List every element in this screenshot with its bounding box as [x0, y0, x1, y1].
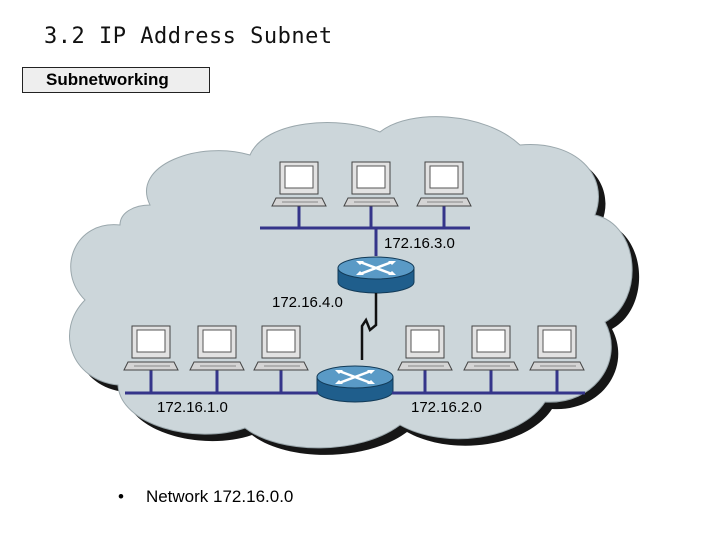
computer-icon	[529, 325, 585, 371]
computer-icon	[271, 161, 327, 207]
bullet-icon: •	[118, 487, 124, 506]
computer-icon	[416, 161, 472, 207]
computer-icon	[343, 161, 399, 207]
network-bullet: • Network 172.16.0.0	[118, 487, 293, 507]
subtitle-box: Subnetworking	[22, 67, 210, 93]
subnet-label-top: 172.16.3.0	[384, 235, 455, 252]
subnet-label-serial: 172.16.4.0	[272, 294, 343, 311]
serial-link-icon	[360, 293, 378, 360]
router-icon	[315, 364, 395, 404]
computer-icon	[463, 325, 519, 371]
router-icon	[336, 255, 416, 295]
slide-title: 3.2 IP Address Subnet	[44, 24, 333, 49]
computer-icon	[123, 325, 179, 371]
lan-bus-top	[260, 205, 470, 256]
subnet-label-left: 172.16.1.0	[157, 399, 228, 416]
computer-icon	[189, 325, 245, 371]
subnet-label-right: 172.16.2.0	[411, 399, 482, 416]
computer-icon	[397, 325, 453, 371]
network-text: Network 172.16.0.0	[145, 487, 294, 506]
computer-icon	[253, 325, 309, 371]
lan-bus-bottom	[125, 370, 585, 395]
